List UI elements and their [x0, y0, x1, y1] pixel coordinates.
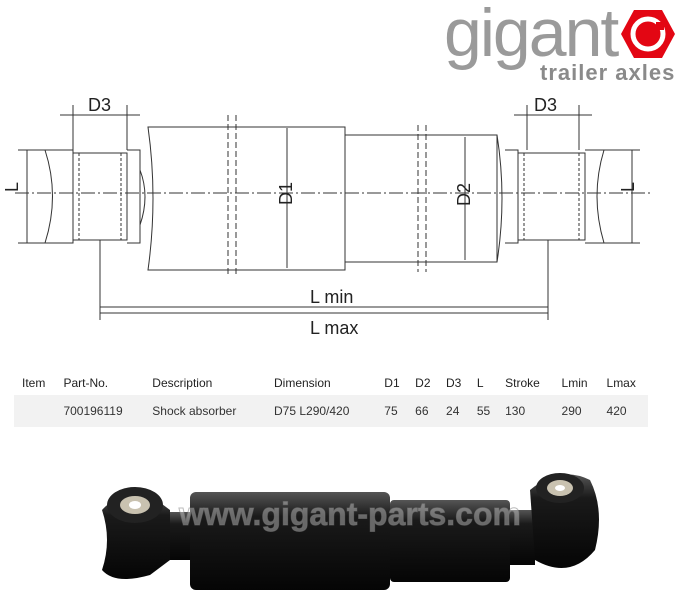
logo-tagline: trailer axles	[540, 60, 676, 85]
col-stroke: Stroke	[505, 376, 540, 390]
left-eye	[44, 149, 74, 244]
col-d1: D1	[384, 376, 400, 390]
col-dimension: Dimension	[274, 376, 331, 390]
product-photo: www.gigant-parts.com	[102, 473, 599, 590]
parts-table: Item Part-No. Description Dimension D1 D…	[14, 371, 648, 427]
col-d3: D3	[446, 376, 462, 390]
label-d1: D1	[276, 182, 296, 205]
inner-cylinder	[345, 134, 498, 263]
col-lmax: Lmax	[606, 376, 636, 390]
logo-brand: gigant	[444, 0, 619, 71]
col-d2: D2	[415, 376, 431, 390]
col-lmin: Lmin	[561, 376, 588, 390]
col-l: L	[476, 376, 484, 390]
right-bushing	[517, 152, 586, 241]
label-d3-left: D3	[88, 95, 111, 115]
left-bushing	[72, 152, 128, 241]
col-item: Item	[22, 376, 46, 390]
technical-drawing: D3 D3 L L D1 D2 L min L max	[2, 95, 650, 338]
hex-nut-icon	[621, 10, 675, 58]
label-l-right: L	[618, 182, 638, 192]
label-lmin: L min	[310, 287, 353, 307]
label-lmax: L max	[310, 318, 358, 338]
watermark: www.gigant-parts.com	[178, 496, 521, 532]
col-description: Description	[152, 376, 213, 390]
label-d3-right: D3	[534, 95, 557, 115]
table-row: 700196119 Shock absorber D75 L290/420 75…	[14, 395, 648, 427]
label-l-left: L	[2, 182, 22, 192]
table-header: Item Part-No. Description Dimension D1 D…	[14, 371, 648, 395]
label-d2: D2	[454, 183, 474, 206]
col-part-no: Part-No.	[63, 376, 109, 390]
outer-cylinder	[147, 126, 346, 271]
